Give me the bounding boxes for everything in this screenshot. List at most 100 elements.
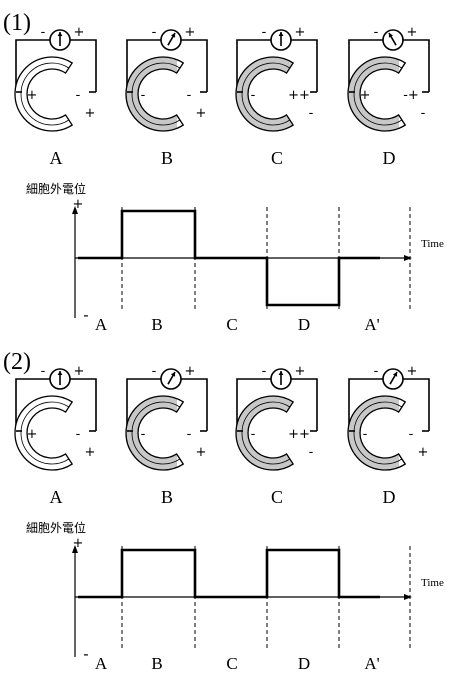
y-plus-label: + [73,536,84,551]
outer-right-sign: - [309,445,314,460]
circuit-wire [126,39,208,92]
x-axis-arrow-icon [404,255,412,261]
waveform-line [78,209,380,307]
panel-label: (1) [3,10,31,36]
meter-plus-sign: + [407,25,418,40]
y-axis-arrow-icon [72,545,78,553]
outer-right-sign: - [309,106,314,121]
needle-arrow-icon [388,33,394,38]
needle-arrow-icon [57,371,63,375]
meter-plus-sign: + [185,364,196,379]
state-label: C [271,148,283,168]
segment-label: D [298,654,310,673]
circuit-wire [126,378,208,431]
meter-minus-sign: - [41,364,46,379]
outer-right-sign: - [421,106,426,121]
tissue-layer-line [353,401,403,465]
meter-minus-sign: - [262,25,267,40]
needle-arrow-icon [170,33,176,38]
tissue-layer-line [131,401,181,465]
meter-plus-sign: + [295,25,306,40]
outer-right-sign: + [418,445,429,460]
segment-label: B [151,654,162,673]
needle-arrow-icon [57,32,63,36]
segment-label: C [226,315,237,334]
meter-minus-sign: - [152,25,157,40]
tissue-layer-line [353,62,403,126]
circuit-wire [348,378,430,431]
tissue-layer-line [241,62,291,126]
meter-plus-sign: + [407,364,418,379]
meter-minus-sign: - [374,364,379,379]
circuit-wire [15,39,97,92]
inner-right-sign: ++ [288,427,310,442]
electrode-setup: -++-+-D [347,25,430,168]
tissue-arc [125,395,185,471]
circuit-wire [15,378,97,431]
needle-arrow-icon [278,32,284,36]
state-label: A [50,487,63,507]
waveform-line [78,548,380,599]
inner-left-sign: - [363,427,368,442]
inner-right-sign: - [76,427,81,442]
tissue-layer-line [131,62,181,126]
inner-left-sign: + [27,88,38,103]
meter-plus-sign: + [74,25,85,40]
state-label: B [161,148,173,168]
electrode-setup: - + - ++ - C [235,364,318,507]
tissue-arc [347,56,407,132]
segment-label: A' [364,654,379,673]
panel-label: (2) [3,349,31,375]
tissue-layer-line [20,401,70,465]
tissue-arc [235,395,295,471]
state-label: B [161,487,173,507]
y-minus-label: - [83,306,88,324]
needle-arrow-icon [278,371,284,375]
meter-minus-sign: - [152,364,157,379]
segment-label: C [226,654,237,673]
tissue-layer-line [241,401,291,465]
electrode-setup: -++-+A [14,25,97,168]
inner-left-sign: - [141,88,146,103]
needle-arrow-icon [170,372,176,377]
tissue-arc [125,56,185,132]
segment-label: B [151,315,162,334]
y-axis-label: 細胞外電位 [26,520,86,535]
state-label: D [383,148,396,168]
meter-plus-sign: + [295,364,306,379]
y-axis-arrow-icon [72,206,78,214]
meter-minus-sign: - [262,364,267,379]
outer-right-sign: + [196,445,207,460]
tissue-arc [347,395,407,471]
tissue-arc [14,395,74,471]
tissue-layer-line [20,62,70,126]
segment-label: A' [364,315,379,334]
state-label: C [271,487,283,507]
inner-right-sign: -+ [403,88,419,103]
segment-label: A [95,654,108,673]
circuit-wire [348,39,430,92]
outer-right-sign: + [85,106,96,121]
inner-left-sign: - [251,88,256,103]
outer-right-sign: + [85,445,96,460]
meter-minus-sign: - [374,25,379,40]
electrode-setup: -+-++-C [235,25,318,168]
meter-minus-sign: - [41,25,46,40]
inner-right-sign: - [409,427,414,442]
meter-plus-sign: + [185,25,196,40]
circuit-wire [236,378,318,431]
x-axis-label: Time [421,238,444,250]
circuit-wire [236,39,318,92]
electrode-setup: -+--+B [125,364,208,507]
electrode-setup: -+--+B [125,25,208,168]
inner-right-sign: - [76,88,81,103]
electrode-setup: -+--+D [347,364,430,507]
tissue-arc [235,56,295,132]
inner-left-sign: + [360,88,371,103]
inner-right-sign: - [187,88,192,103]
needle-arrow-icon [392,372,398,377]
x-axis-label: Time [421,577,444,589]
inner-left-sign: - [251,427,256,442]
